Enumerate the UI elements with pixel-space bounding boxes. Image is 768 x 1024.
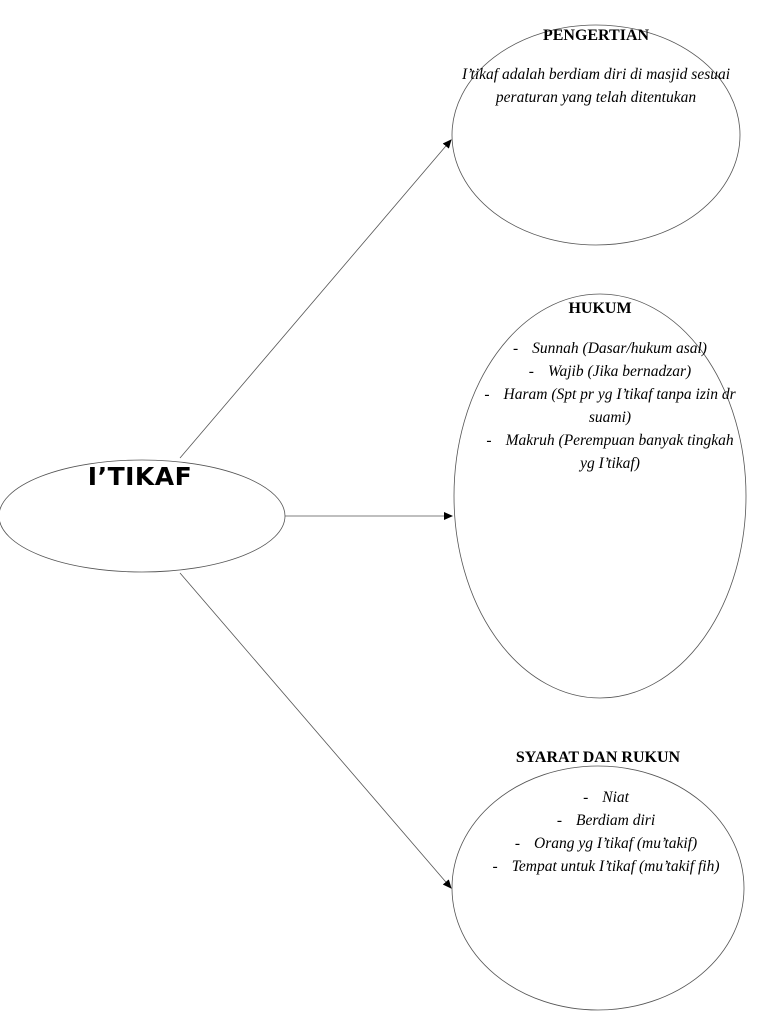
list-item: -Haram (Spt pr yg I’tikaf tanpa izin dr … bbox=[484, 386, 736, 426]
pengertian-title: PENGERTIAN bbox=[542, 27, 650, 44]
hukum-list: -Sunnah (Dasar/hukum asal) -Wajib (Jika … bbox=[484, 337, 736, 475]
syarat-dan-rukun-title: SYARAT DAN RUKUN bbox=[515, 749, 681, 766]
center-node-ellipse bbox=[0, 459, 286, 573]
center-node-label: I’TIKAF bbox=[87, 462, 193, 491]
syarat-dan-rukun-node-ellipse bbox=[451, 765, 745, 1011]
list-item: -Berdiam diri bbox=[556, 812, 656, 829]
connector-to-pengertian bbox=[179, 139, 452, 459]
pengertian-node-ellipse bbox=[451, 24, 741, 246]
list-item: -Tempat untuk I’tikaf (mu’takif fih) bbox=[492, 858, 720, 875]
list-item: -Wajib (Jika bernadzar) bbox=[528, 363, 692, 380]
hukum-node-ellipse bbox=[453, 293, 747, 699]
list-item: -Niat bbox=[583, 789, 629, 806]
list-item: -Makruh (Perempuan banyak tingkah yg I’t… bbox=[486, 432, 734, 472]
syarat-dan-rukun-list: -Niat -Berdiam diri -Orang yg I’tikaf (m… bbox=[478, 786, 734, 878]
list-item: -Orang yg I’tikaf (mu’takif) bbox=[514, 835, 698, 852]
list-item: -Sunnah (Dasar/hukum asal) bbox=[513, 340, 707, 357]
pengertian-text: I’tikaf adalah berdiam diri di masjid se… bbox=[461, 66, 731, 106]
hukum-title: HUKUM bbox=[568, 300, 632, 317]
connector-to-syarat-dan-rukun bbox=[179, 572, 452, 889]
